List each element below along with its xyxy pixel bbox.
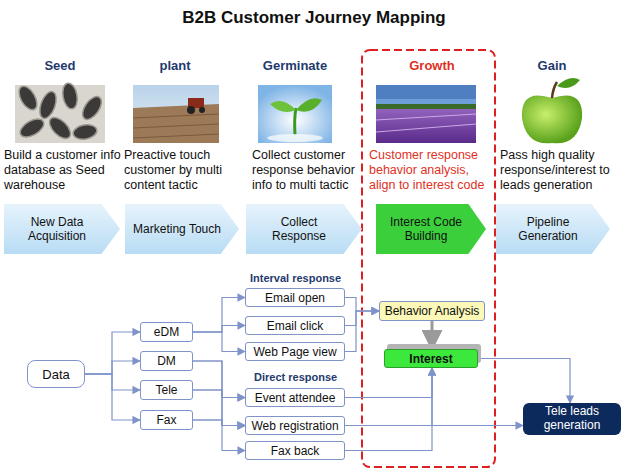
connector: [345, 368, 432, 451]
interest-box: Interest: [384, 349, 478, 368]
connector: [193, 390, 245, 398]
stage-arrow: Marketing Touch: [125, 204, 239, 254]
stage-heading: Seed: [0, 58, 120, 73]
node-text: Interest Code Building: [382, 215, 470, 244]
connector: [345, 425, 523, 426]
stage-description: Preactive touch customer by multi conten…: [124, 148, 244, 193]
node-text: Tele leads generation: [527, 405, 617, 433]
node-text: Tele: [155, 383, 177, 397]
node-text: eDM: [154, 325, 179, 339]
arrow-fill: [246, 204, 362, 254]
connector: [345, 311, 379, 352]
connector: [85, 361, 140, 374]
stage-description: Build a customer info database as Seed w…: [4, 148, 122, 193]
connector: [193, 420, 245, 426]
process-box: Event attendee: [245, 388, 345, 407]
node-text: Web Page view: [253, 345, 336, 359]
node-text: Fax: [156, 413, 176, 427]
field-picture: [133, 85, 219, 143]
process-box: Fax back: [245, 441, 345, 460]
connector: [345, 368, 432, 398]
connector: [193, 298, 245, 333]
stage-heading: plant: [115, 58, 235, 73]
analysis-box: Behavior Analysis: [379, 301, 485, 321]
stage-arrow: Interest Code Building: [376, 204, 486, 254]
connector: [345, 311, 379, 326]
connector: [193, 420, 245, 451]
stage-description: Pass high quality response/interest to l…: [500, 148, 624, 193]
stage-arrow: New Data Acquisition: [4, 204, 120, 254]
lavender-picture: [376, 85, 476, 143]
connector: [431, 321, 434, 349]
node-text: Event attendee: [255, 391, 336, 405]
process-box: DM: [140, 351, 193, 371]
stage-description: Collect customer response behavior info …: [252, 148, 368, 193]
arrow-fill: [376, 204, 486, 254]
stage-heading: Growth: [372, 58, 492, 73]
output-box: Tele leads generation: [523, 403, 621, 435]
arrow-fill: [4, 204, 120, 254]
diagram-title: B2B Customer Journey Mapping: [0, 8, 628, 28]
node-text: Email open: [265, 291, 325, 305]
process-box: Tele: [140, 380, 193, 400]
stage-heading: Germinate: [235, 58, 355, 73]
node-text: Email click: [267, 319, 324, 333]
connector: [193, 326, 245, 333]
connector: [85, 374, 140, 420]
stage-arrow: Pipeline Generation: [496, 204, 610, 254]
connector: [478, 359, 570, 404]
highlight-frame: [362, 50, 495, 467]
seeds-picture: [15, 82, 105, 143]
node-text: Pipeline Generation: [502, 215, 594, 244]
stage-heading: Gain: [492, 58, 612, 73]
connector: [193, 332, 245, 352]
process-box: Web registration: [245, 416, 345, 435]
process-box: Email click: [245, 316, 345, 335]
connector: [193, 361, 245, 398]
process-box: Email open: [245, 288, 345, 307]
arrow-fill: [125, 204, 239, 254]
group-label: Direct response: [254, 371, 364, 383]
process-box: Web Page view: [245, 342, 345, 361]
connector: [85, 332, 140, 374]
stage-arrow: Collect Response: [246, 204, 362, 254]
node-text: Collect Response: [252, 215, 346, 244]
process-box: Fax: [140, 410, 193, 430]
arrow-fill: [496, 204, 610, 254]
sprout-picture: [258, 85, 332, 143]
node-text: Data: [42, 367, 69, 382]
node-text: Behavior Analysis: [385, 304, 480, 318]
node-text: New Data Acquisition: [10, 215, 104, 244]
source-box: Data: [27, 360, 85, 388]
node-text: Interest: [409, 352, 452, 366]
node-text: Fax back: [271, 444, 320, 458]
connector: [345, 368, 432, 426]
group-label: Interval response: [250, 272, 360, 284]
node-text: Web registration: [251, 419, 338, 433]
process-box: eDM: [140, 322, 193, 342]
connector: [345, 298, 379, 312]
apple-picture: [522, 78, 582, 143]
connector: [193, 361, 245, 426]
node-text: Marketing Touch: [133, 222, 221, 236]
stage-description: Customer response behavior analysis, ali…: [369, 148, 493, 193]
node-text: DM: [157, 354, 176, 368]
